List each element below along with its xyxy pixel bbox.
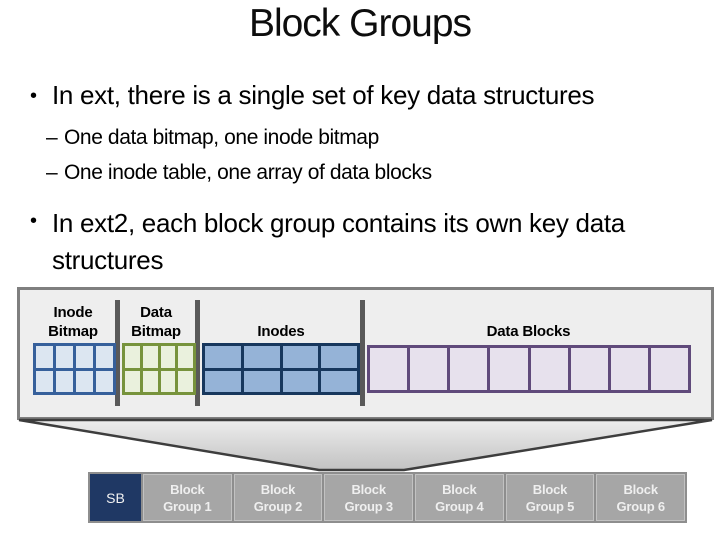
bullet-marker: – xyxy=(46,126,58,149)
label-text: Inodes xyxy=(257,323,305,340)
label-text: Data Bitmap xyxy=(131,304,181,340)
block-group-cell: Block Group 5 xyxy=(505,474,595,521)
label-text: Data Blocks xyxy=(486,323,571,340)
block-group-label: Block Group 4 xyxy=(435,481,484,514)
data-blocks-cell xyxy=(450,348,488,390)
data-bitmap-cell xyxy=(178,370,193,392)
data-blocks-label: Data Blocks xyxy=(367,293,690,341)
block-group-cell: Block Group 6 xyxy=(596,474,685,521)
bullet-text: One data bitmap, one inode bitmap xyxy=(64,126,379,149)
block-group-cell: Block Group 1 xyxy=(143,474,232,521)
bullet-text: One inode table, one array of data block… xyxy=(64,161,432,184)
inodes-label: Inodes xyxy=(202,293,360,341)
label-text: Inode Bitmap xyxy=(48,304,98,340)
bullet-marker: • xyxy=(30,210,37,232)
data-bitmap-label: Data Bitmap xyxy=(110,293,202,341)
inode-bitmap-cell xyxy=(76,370,93,392)
inodes-cell xyxy=(282,346,319,368)
inodes-cell xyxy=(321,346,357,368)
inode-bitmap-cell xyxy=(96,346,113,368)
inodes-cell xyxy=(282,370,319,392)
block-group-cell: Block Group 3 xyxy=(324,474,413,521)
block-group-label: Block Group 1 xyxy=(163,481,212,514)
inodes-grid xyxy=(202,343,360,395)
block-group-cell: Block Group 4 xyxy=(414,474,504,521)
bullet-text: In ext, there is a single set of key dat… xyxy=(52,80,595,110)
inodes-cell xyxy=(205,346,241,368)
block-group-label: Block Group 5 xyxy=(525,481,575,514)
inode-bitmap-cell xyxy=(36,370,53,392)
data-bitmap-cell xyxy=(142,370,158,392)
inodes-cell xyxy=(321,370,357,392)
data-bitmap-cell xyxy=(142,346,158,368)
data-blocks-cell xyxy=(530,348,568,390)
data-blocks-cell xyxy=(610,348,648,390)
bullet-text: In ext2, each block group contains its o… xyxy=(52,208,625,275)
inode-bitmap-cell xyxy=(96,370,113,392)
data-blocks-cell xyxy=(490,348,528,390)
section-divider xyxy=(115,300,120,406)
bullet-marker: • xyxy=(30,85,37,107)
block-group-label: Block Group 2 xyxy=(253,481,303,514)
inode-bitmap-cell xyxy=(56,346,73,368)
inode-bitmap-label: Inode Bitmap xyxy=(23,293,123,341)
superblock-cell: SB xyxy=(90,474,141,521)
inodes-cell xyxy=(243,346,280,368)
inodes-cell xyxy=(205,370,241,392)
inode-bitmap-cell xyxy=(56,370,73,392)
inode-bitmap-grid xyxy=(33,343,116,395)
data-blocks-cell xyxy=(370,348,408,390)
data-blocks-cell xyxy=(650,348,688,390)
data-bitmap-cell xyxy=(125,370,140,392)
block-group-cell: Block Group 2 xyxy=(233,474,323,521)
inode-bitmap-cell xyxy=(36,346,53,368)
block-group-label: Block Group 6 xyxy=(616,481,665,514)
data-blocks-cell xyxy=(410,348,448,390)
page-title: Block Groups xyxy=(248,2,472,45)
bullet-marker: – xyxy=(46,161,58,184)
data-bitmap-cell xyxy=(160,370,176,392)
block-group-label: Block Group 3 xyxy=(344,481,393,514)
inode-bitmap-cell xyxy=(76,346,93,368)
data-blocks-cell xyxy=(570,348,608,390)
section-divider xyxy=(195,300,200,406)
bullet-item: • In ext2, each block group contains its … xyxy=(30,205,652,279)
bullet-item: • In ext, there is a single set of key da… xyxy=(30,80,595,112)
inodes-cell xyxy=(243,370,280,392)
data-bitmap-grid xyxy=(122,343,196,395)
block-group-strip: SB Block Group 1 Block Group 2 Block Gro… xyxy=(88,472,687,523)
sub-bullet-item: –One inode table, one array of data bloc… xyxy=(46,161,432,185)
data-bitmap-cell xyxy=(178,346,193,368)
data-bitmap-cell xyxy=(125,346,140,368)
section-divider xyxy=(360,300,365,406)
sub-bullet-item: –One data bitmap, one inode bitmap xyxy=(46,126,379,150)
data-blocks-grid xyxy=(367,345,691,393)
data-bitmap-cell xyxy=(160,346,176,368)
